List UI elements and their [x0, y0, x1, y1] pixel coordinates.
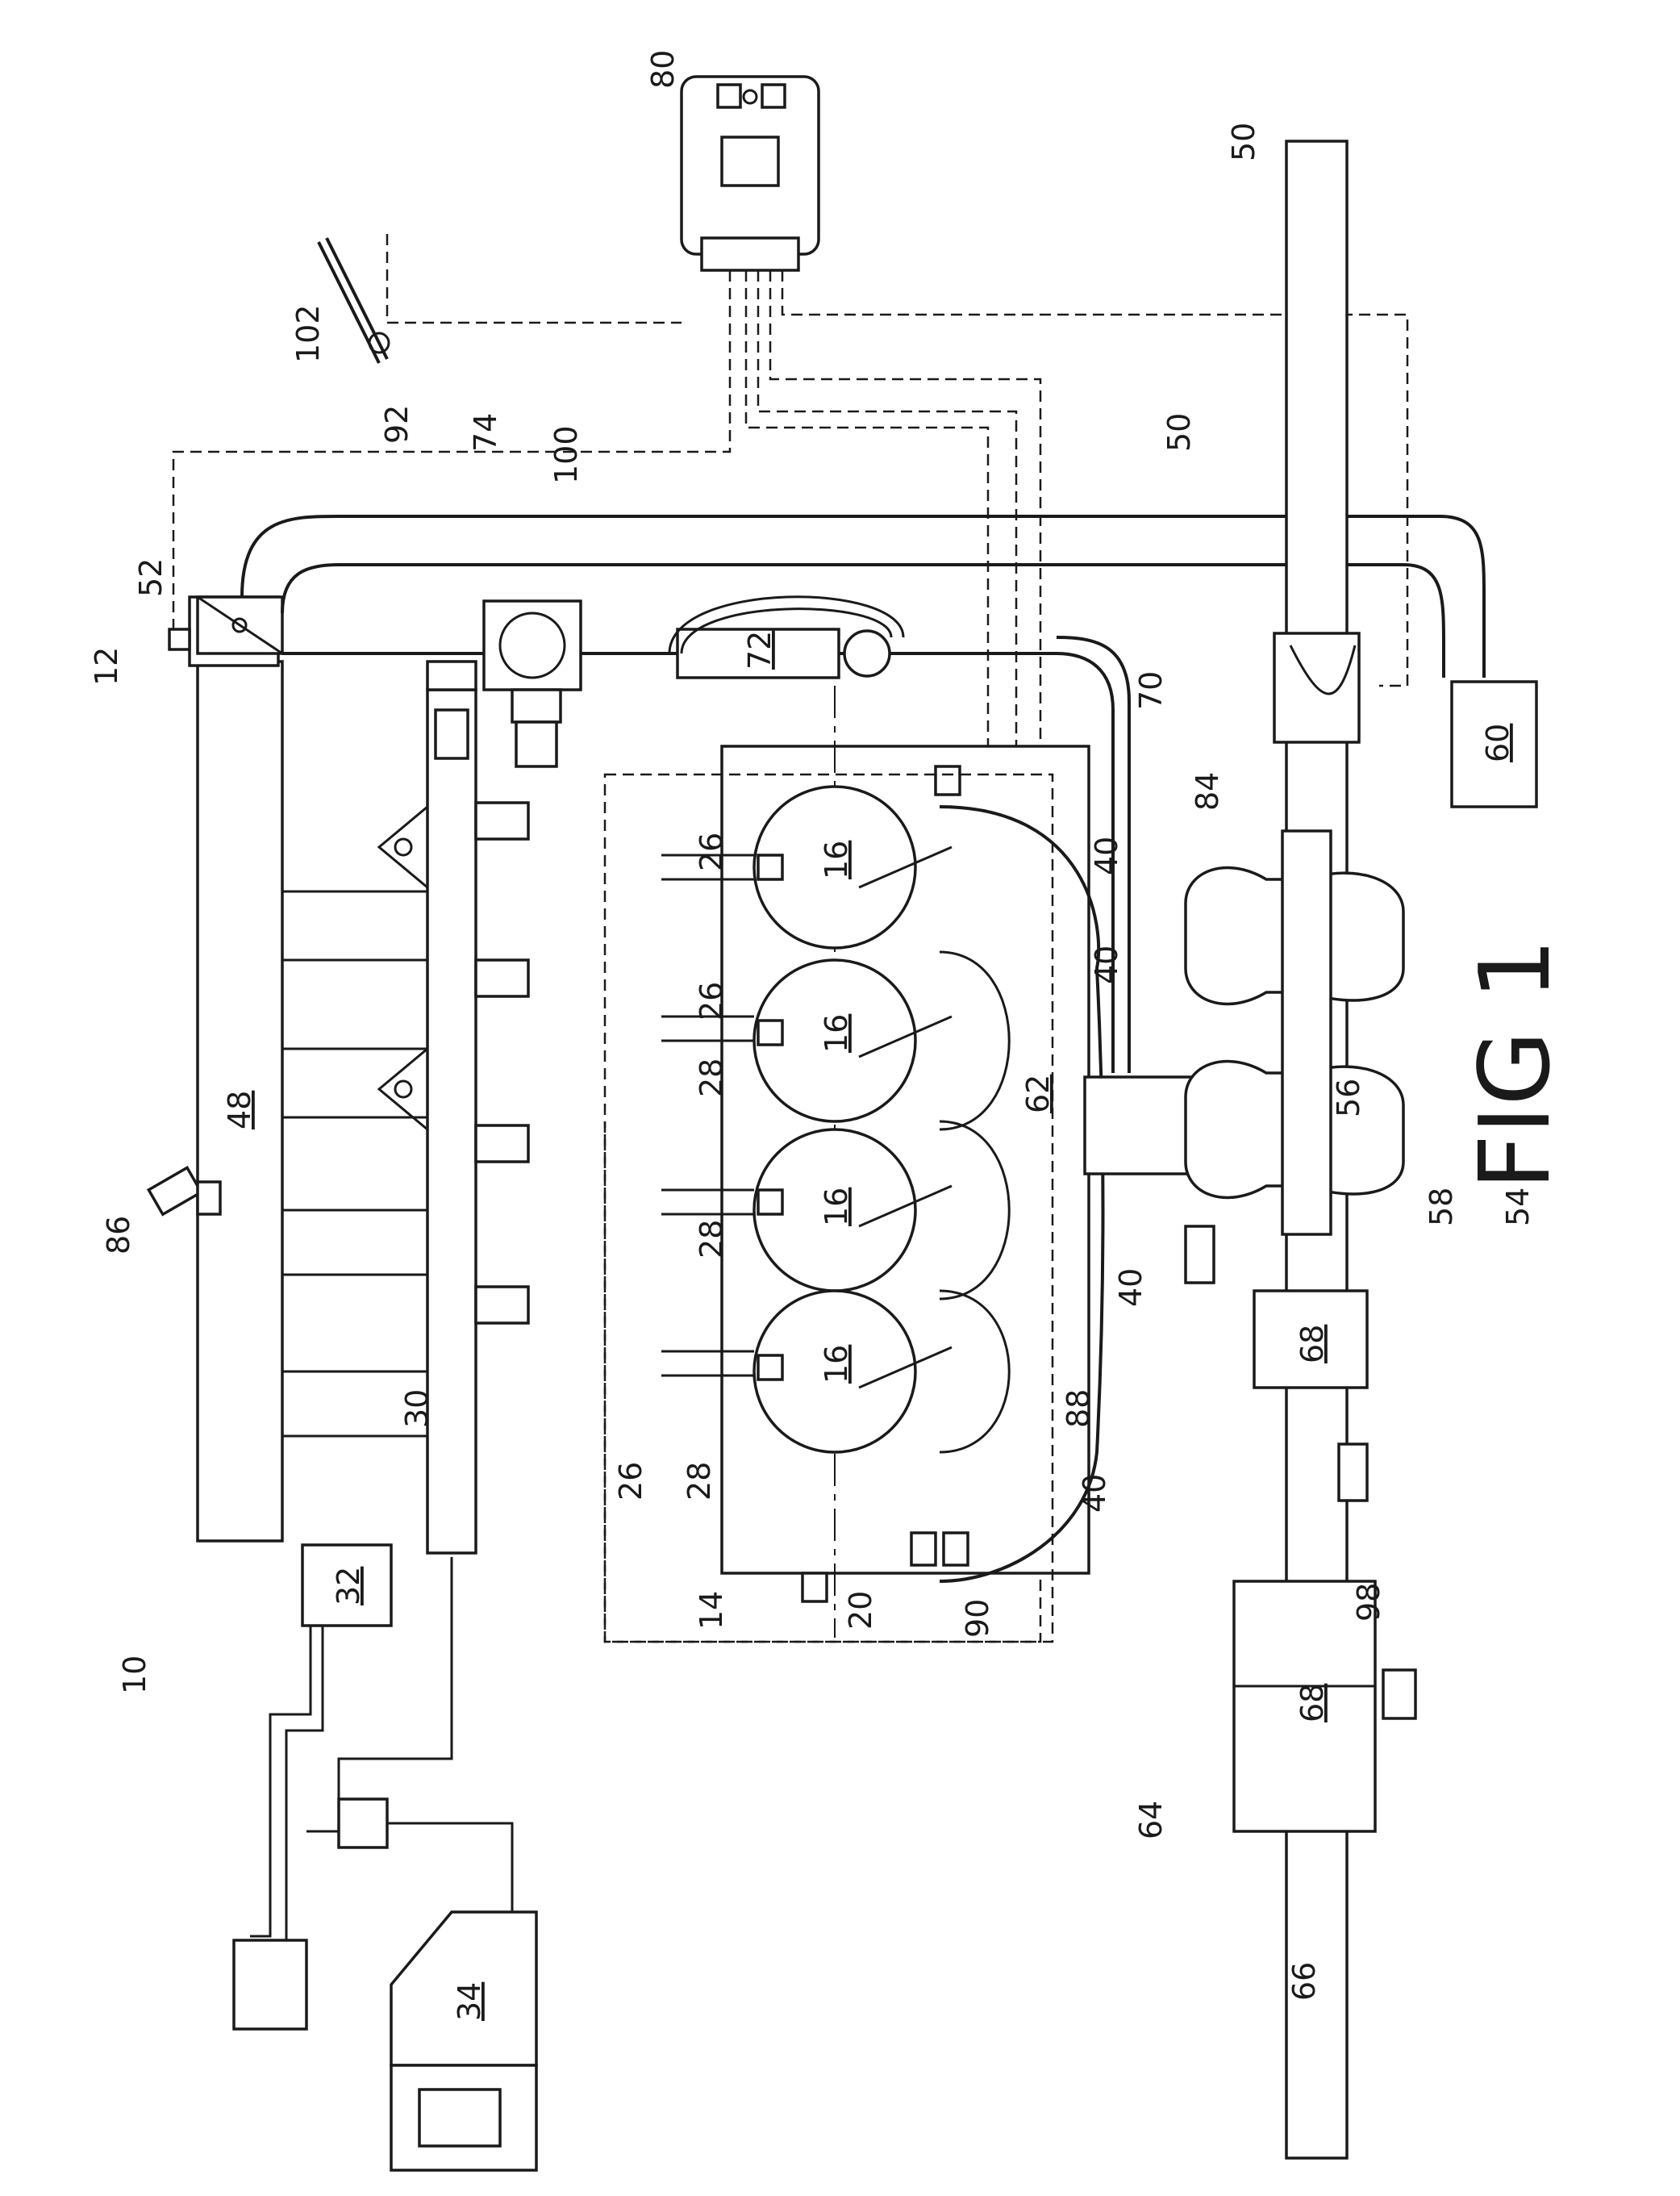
- label-50-mid: 50: [1161, 413, 1197, 452]
- label-50-top: 50: [1226, 123, 1261, 161]
- label-48: 48: [222, 1091, 257, 1129]
- label-28-c: 28: [682, 1462, 717, 1501]
- label-62: 62: [1020, 1075, 1056, 1113]
- label-26-c: 26: [613, 1462, 648, 1501]
- label-92: 92: [379, 405, 415, 444]
- label-80: 80: [645, 50, 681, 89]
- label-68-a: 68: [1294, 1325, 1330, 1363]
- accelerator-pedal: [319, 238, 389, 363]
- label-32: 32: [331, 1567, 366, 1605]
- control-module: [682, 77, 819, 270]
- label-12: 12: [89, 647, 124, 686]
- label-64: 64: [1133, 1801, 1169, 1839]
- fuel-system: [234, 1545, 536, 2170]
- label-56: 56: [1331, 1079, 1366, 1117]
- label-14: 14: [694, 1591, 729, 1630]
- label-98: 98: [1351, 1583, 1386, 1622]
- label-40-c: 40: [1113, 1268, 1148, 1307]
- label-30: 30: [399, 1389, 435, 1428]
- turbocharger: [1186, 633, 1403, 1234]
- label-86: 86: [101, 1216, 136, 1255]
- label-72: 72: [742, 631, 777, 670]
- label-68-b: 68: [1294, 1684, 1330, 1722]
- label-34: 34: [452, 1982, 487, 2021]
- label-16-a: 16: [819, 841, 854, 879]
- label-16-d: 16: [819, 1345, 854, 1384]
- label-16-c: 16: [819, 1188, 854, 1226]
- label-60: 60: [1480, 724, 1515, 762]
- label-28-b: 28: [694, 1220, 729, 1259]
- label-100: 100: [548, 425, 584, 484]
- label-88: 88: [1061, 1389, 1096, 1428]
- label-40-a: 40: [1089, 837, 1124, 875]
- label-10: 10: [117, 1655, 152, 1694]
- label-66: 66: [1286, 1962, 1322, 2001]
- figure-title: FIG 1: [1460, 938, 1572, 1190]
- label-40-d: 40: [1077, 1474, 1112, 1513]
- label-26-a: 26: [694, 833, 729, 871]
- label-16-b: 16: [819, 1014, 854, 1053]
- label-40-b: 40: [1089, 946, 1124, 984]
- label-74: 74: [468, 413, 503, 452]
- label-84: 84: [1190, 772, 1225, 811]
- label-70: 70: [1133, 671, 1169, 710]
- label-90: 90: [960, 1599, 995, 1638]
- label-54: 54: [1500, 1188, 1536, 1226]
- label-58: 58: [1424, 1188, 1459, 1226]
- label-28-a: 28: [694, 1058, 729, 1097]
- label-20: 20: [843, 1591, 878, 1630]
- label-102: 102: [290, 304, 326, 363]
- label-52: 52: [133, 558, 169, 597]
- engine-block: [661, 686, 1089, 1638]
- label-26-b: 26: [694, 982, 729, 1021]
